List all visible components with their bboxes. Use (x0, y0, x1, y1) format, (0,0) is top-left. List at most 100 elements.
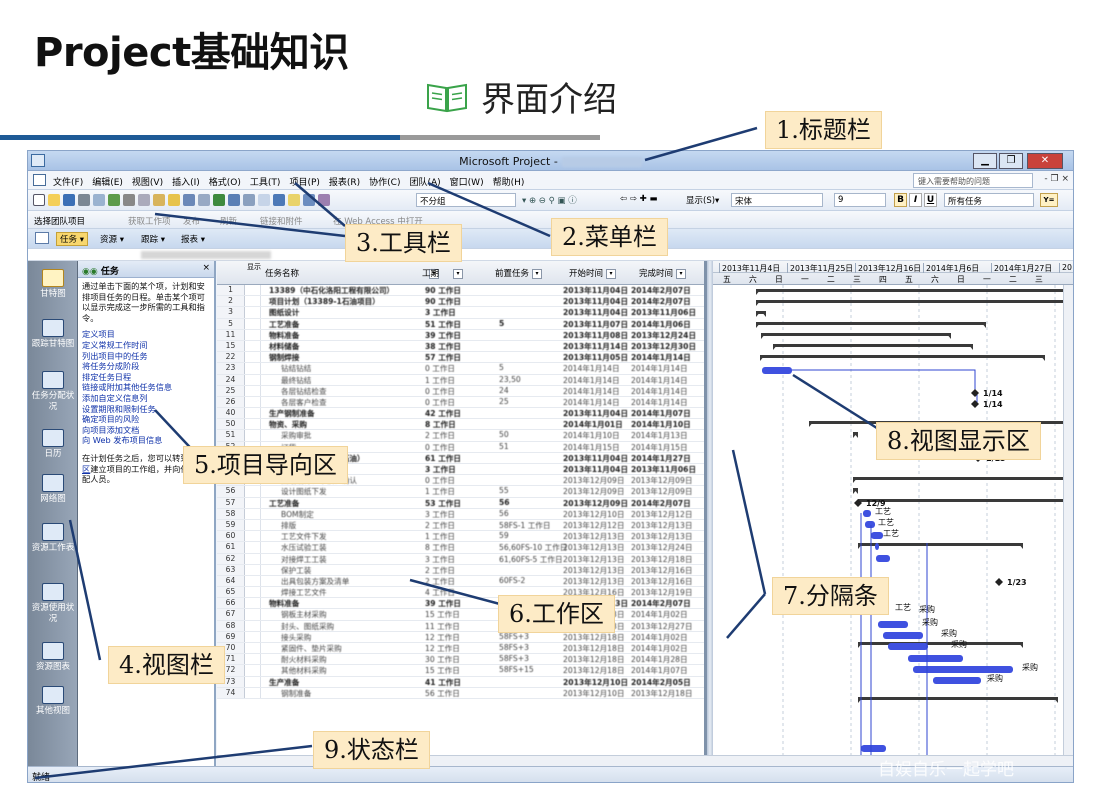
menu-item[interactable]: 项目(P) (289, 178, 320, 188)
copy-icon[interactable] (138, 194, 150, 206)
outline-arrows[interactable]: ⇦ ⇨ ✚ ▬ (620, 194, 658, 204)
menu-item[interactable]: 格式(O) (208, 178, 241, 188)
view-bar-item[interactable]: 资源使用状况 (28, 583, 78, 625)
track-guide-button[interactable]: 跟踪 ▾ (141, 235, 165, 245)
vertical-scrollbar[interactable] (1063, 285, 1073, 755)
menu-item[interactable]: 窗口(W) (449, 178, 484, 188)
save-icon[interactable] (63, 194, 75, 206)
guide-close-button[interactable]: × (202, 263, 210, 273)
restore-button[interactable]: ❐ (999, 153, 1023, 169)
zoom-controls[interactable]: ▾ ⊕ ⊖ ⚲ ▣ ⓘ (522, 196, 577, 206)
report-guide-button[interactable]: 报表 ▾ (181, 235, 205, 245)
redo-icon[interactable] (198, 194, 210, 206)
guide-link[interactable]: 将任务分成阶段 (82, 361, 140, 372)
filter-select[interactable]: 所有任务 (944, 193, 1034, 207)
predecessors-filter-icon[interactable]: ▾ (532, 268, 543, 279)
menu-item[interactable]: 帮助(H) (492, 178, 525, 188)
view-bar-item[interactable]: 资源图表 (28, 642, 78, 673)
help-search-input[interactable]: 键入需要帮助的问题 (913, 173, 1033, 188)
view-bar-item[interactable]: 资源工作表 (28, 523, 78, 554)
col-predecessors[interactable]: 前置任务▾ (495, 267, 543, 279)
paste-icon[interactable] (153, 194, 165, 206)
tasks-guide-button[interactable]: 任务 ▾ (56, 232, 88, 246)
new-icon[interactable] (33, 194, 45, 206)
document-icon[interactable] (33, 174, 46, 186)
undo-icon[interactable] (183, 194, 195, 206)
view-bar-item[interactable]: 日历 (28, 429, 78, 460)
guide-link[interactable]: 列出项目中的任务 (82, 350, 148, 361)
view-bar-item[interactable]: 甘特图 (28, 269, 78, 300)
guide-link[interactable]: 链接或附加其他任务信息 (82, 382, 173, 393)
guide-link[interactable]: 向 Web 发布项目信息 (82, 435, 163, 446)
horizontal-scrollbar[interactable] (217, 755, 1073, 766)
refresh-button[interactable]: 刷新 (220, 217, 238, 227)
guide-link[interactable]: 添加自定义信息列 (82, 392, 148, 403)
open-icon[interactable] (48, 194, 60, 206)
task-name-filter-icon[interactable]: ▾ (429, 268, 440, 279)
guide-toggle-icon[interactable] (35, 232, 49, 244)
view-bar-item[interactable]: 其他视图 (28, 686, 78, 717)
guide-link[interactable]: 设置期限和限制任务 (82, 403, 156, 414)
task-info-icon[interactable] (273, 194, 285, 206)
unlink-tasks-icon[interactable] (243, 194, 255, 206)
finish-filter-icon[interactable]: ▾ (676, 268, 687, 279)
menu-item[interactable]: 协作(C) (369, 178, 401, 188)
show-menu[interactable]: 显示(S)▾ (686, 196, 720, 206)
print-preview-icon[interactable] (93, 194, 105, 206)
duration-filter-icon[interactable]: ▾ (453, 268, 464, 279)
guide-link[interactable]: 定义项目 (82, 329, 115, 340)
open-in-web-access-button[interactable]: 在 Web Access 中打开 (333, 217, 423, 227)
publish-icon[interactable] (318, 194, 330, 206)
notes-icon[interactable] (288, 194, 300, 206)
menu-item[interactable]: 工具(T) (249, 178, 281, 188)
menu-item[interactable]: 团队(A) (409, 178, 441, 188)
guide-link[interactable]: 向项目添加文档 (82, 424, 140, 435)
view-bar-item[interactable]: 任务分配状况 (28, 371, 78, 413)
view-bar-item[interactable]: 跟踪甘特图 (28, 319, 78, 350)
italic-button[interactable]: I (909, 193, 922, 207)
mdi-window-controls[interactable]: - ❐ × (1044, 174, 1069, 184)
assign-resources-icon[interactable] (303, 194, 315, 206)
col-finish[interactable]: 完成时间▾ (639, 267, 687, 279)
menu-item[interactable]: 编辑(E) (92, 178, 123, 188)
publish-button[interactable]: 发布 (183, 217, 201, 227)
font-size-select[interactable]: 9 (834, 193, 886, 207)
menu-item[interactable]: 报表(R) (328, 178, 361, 188)
col-task-name[interactable]: 任务名称▾ (265, 267, 440, 279)
split-bar[interactable] (707, 261, 713, 755)
guide-link[interactable]: 排定任务日程 (82, 371, 132, 382)
guide-link[interactable]: 定义常规工作时间 (82, 339, 148, 350)
minimize-button[interactable]: ▁ (973, 153, 997, 169)
start-filter-icon[interactable]: ▾ (606, 268, 617, 279)
menu-item[interactable]: 文件(F) (53, 178, 84, 188)
format-painter-icon[interactable] (168, 194, 180, 206)
select-team-project-button[interactable]: 选择团队项目 (34, 217, 86, 227)
link-tasks-icon[interactable] (228, 194, 240, 206)
links-attachments-button[interactable]: 链接和附件 (260, 217, 303, 227)
